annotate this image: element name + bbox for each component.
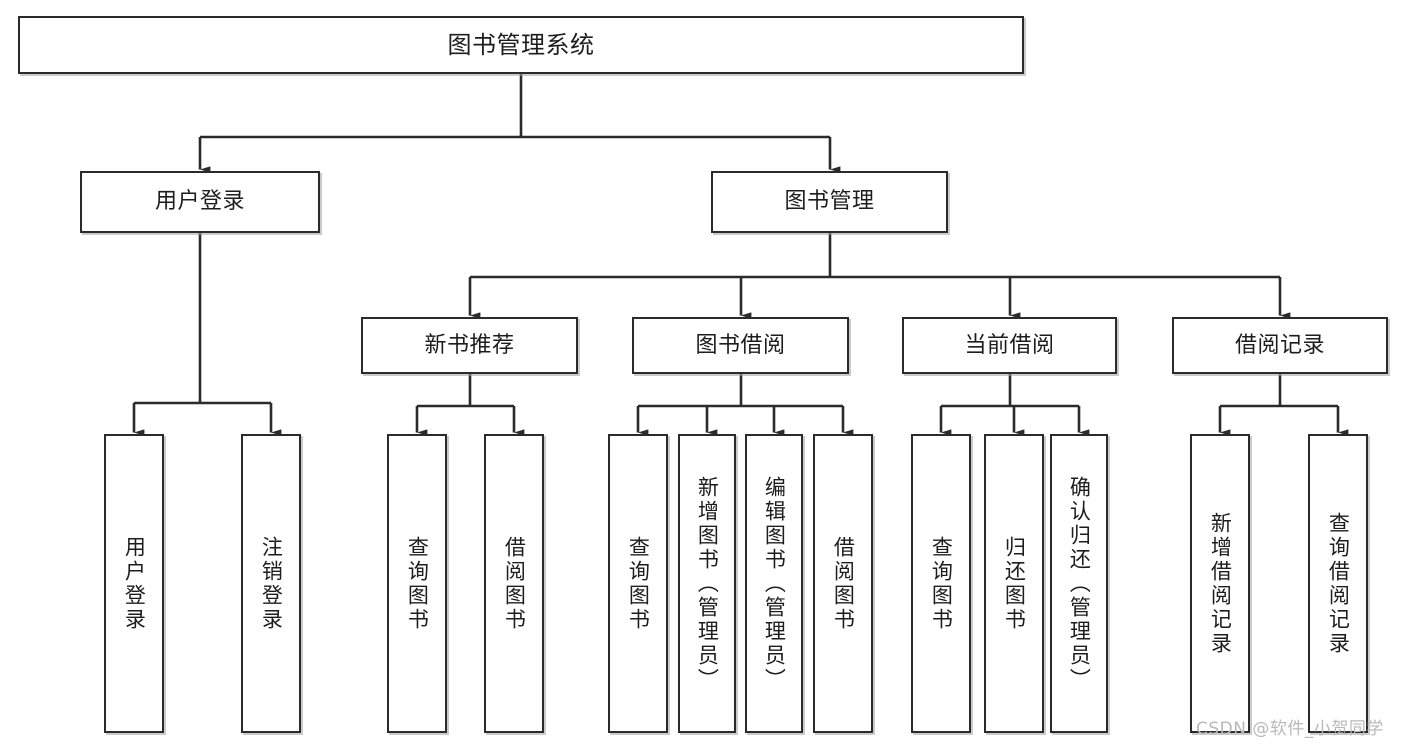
node-label-leaf-confirm-return: 确认归还（管理员） [1067,475,1092,692]
node-label-borrow-record: 借阅记录 [1234,332,1325,358]
node-leaf-edit-book[interactable]: 编辑图书（管理员） [745,434,803,733]
node-new-book-recommend[interactable]: 新书推荐 [361,317,578,374]
node-label-leaf-user-logout: 注销登录 [259,535,284,632]
node-label-leaf-return-book: 归还图书 [1002,535,1027,632]
node-label-current-borrow: 当前借阅 [964,332,1055,358]
node-borrow-record[interactable]: 借阅记录 [1172,317,1388,374]
node-label-leaf-query-book-1: 查询图书 [405,535,430,632]
node-label-new-book-recommend: 新书推荐 [424,332,515,358]
node-label-leaf-query-record: 查询借阅记录 [1326,511,1351,656]
node-root[interactable]: 图书管理系统 [18,16,1024,74]
node-label-book-borrow: 图书借阅 [695,332,786,358]
node-book-borrow[interactable]: 图书借阅 [632,317,849,374]
node-user-login[interactable]: 用户登录 [80,171,320,233]
node-label-leaf-query-book-2: 查询图书 [626,535,651,632]
node-label-leaf-user-login: 用户登录 [122,535,147,632]
node-book-manage[interactable]: 图书管理 [711,171,948,233]
node-leaf-query-record[interactable]: 查询借阅记录 [1308,434,1368,733]
node-leaf-add-book[interactable]: 新增图书（管理员） [678,434,736,733]
node-label-leaf-add-record: 新增借阅记录 [1208,511,1233,656]
node-label-user-login: 用户登录 [154,189,245,215]
node-leaf-query-book-3[interactable]: 查询图书 [911,434,971,733]
node-leaf-borrow-book-1[interactable]: 借阅图书 [484,434,544,733]
node-leaf-return-book[interactable]: 归还图书 [984,434,1044,733]
node-label-leaf-query-book-3: 查询图书 [929,535,954,632]
node-label-leaf-borrow-book-1: 借阅图书 [502,535,527,632]
node-leaf-query-book-2[interactable]: 查询图书 [608,434,668,733]
node-leaf-borrow-book-2[interactable]: 借阅图书 [813,434,873,733]
node-label-root: 图书管理系统 [447,30,595,59]
node-leaf-user-login[interactable]: 用户登录 [104,434,164,733]
node-label-book-manage: 图书管理 [784,189,875,215]
node-label-leaf-borrow-book-2: 借阅图书 [831,535,856,632]
node-leaf-add-record[interactable]: 新增借阅记录 [1190,434,1250,733]
node-label-leaf-add-book: 新增图书（管理员） [695,475,720,692]
node-current-borrow[interactable]: 当前借阅 [902,317,1117,374]
node-leaf-user-logout[interactable]: 注销登录 [241,434,301,733]
node-leaf-query-book-1[interactable]: 查询图书 [387,434,447,733]
node-leaf-confirm-return[interactable]: 确认归还（管理员） [1050,434,1108,733]
node-label-leaf-edit-book: 编辑图书（管理员） [762,475,787,692]
